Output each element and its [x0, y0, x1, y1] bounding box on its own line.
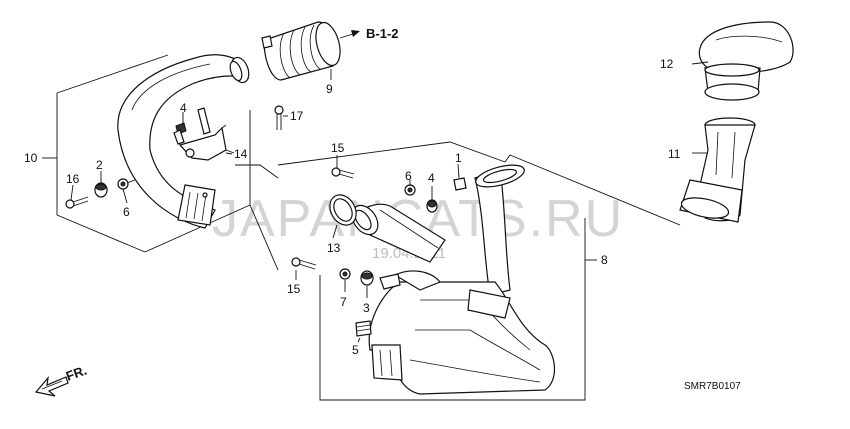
reference-label: B-1-2 — [366, 26, 399, 41]
callout-8: 8 — [601, 253, 608, 267]
callout-11: 11 — [668, 147, 681, 161]
callout-13: 13 — [327, 241, 341, 255]
air-intake-duct-11 — [679, 117, 756, 223]
callout-6-left: 6 — [123, 205, 130, 219]
callout-9: 9 — [326, 82, 333, 96]
fasteners-center — [291, 155, 467, 343]
callout-14: 14 — [234, 147, 248, 161]
callout-6-center: 6 — [405, 169, 412, 183]
callout-1: 1 — [455, 151, 462, 165]
air-cleaner-case — [368, 270, 555, 395]
callout-3: 3 — [363, 301, 370, 315]
callout-15-top: 15 — [331, 141, 345, 155]
direction-label: FR. — [64, 363, 89, 384]
connecting-hose-9 — [261, 21, 341, 81]
callout-2: 2 — [96, 158, 103, 172]
callout-17: 17 — [290, 109, 304, 123]
intake-duct-10 — [117, 54, 250, 229]
air-inlet-tube — [351, 164, 525, 296]
bracket-14 — [178, 107, 235, 161]
callout-15-bottom: 15 — [287, 282, 301, 296]
seal-ring-13 — [329, 194, 357, 239]
callout-16: 16 — [66, 172, 80, 186]
diagram-code: SMR7B0107 — [684, 381, 741, 392]
resonator-12 — [691, 21, 794, 101]
callout-4-left: 4 — [180, 101, 187, 115]
group-box-8 — [235, 141, 681, 401]
callout-5: 5 — [352, 343, 359, 357]
callouts: 4 2 16 6 10 14 17 9 12 11 15 6 4 1 13 8 … — [24, 57, 681, 357]
front-direction-indicator: FR. — [34, 363, 89, 397]
callout-7: 7 — [340, 295, 347, 309]
fasteners-left — [65, 105, 284, 209]
callout-10: 10 — [24, 151, 38, 165]
arrow-to-b-1-2 — [339, 30, 360, 39]
leaders-left — [70, 112, 288, 204]
callout-4-center: 4 — [428, 171, 435, 185]
callout-12: 12 — [660, 57, 674, 71]
